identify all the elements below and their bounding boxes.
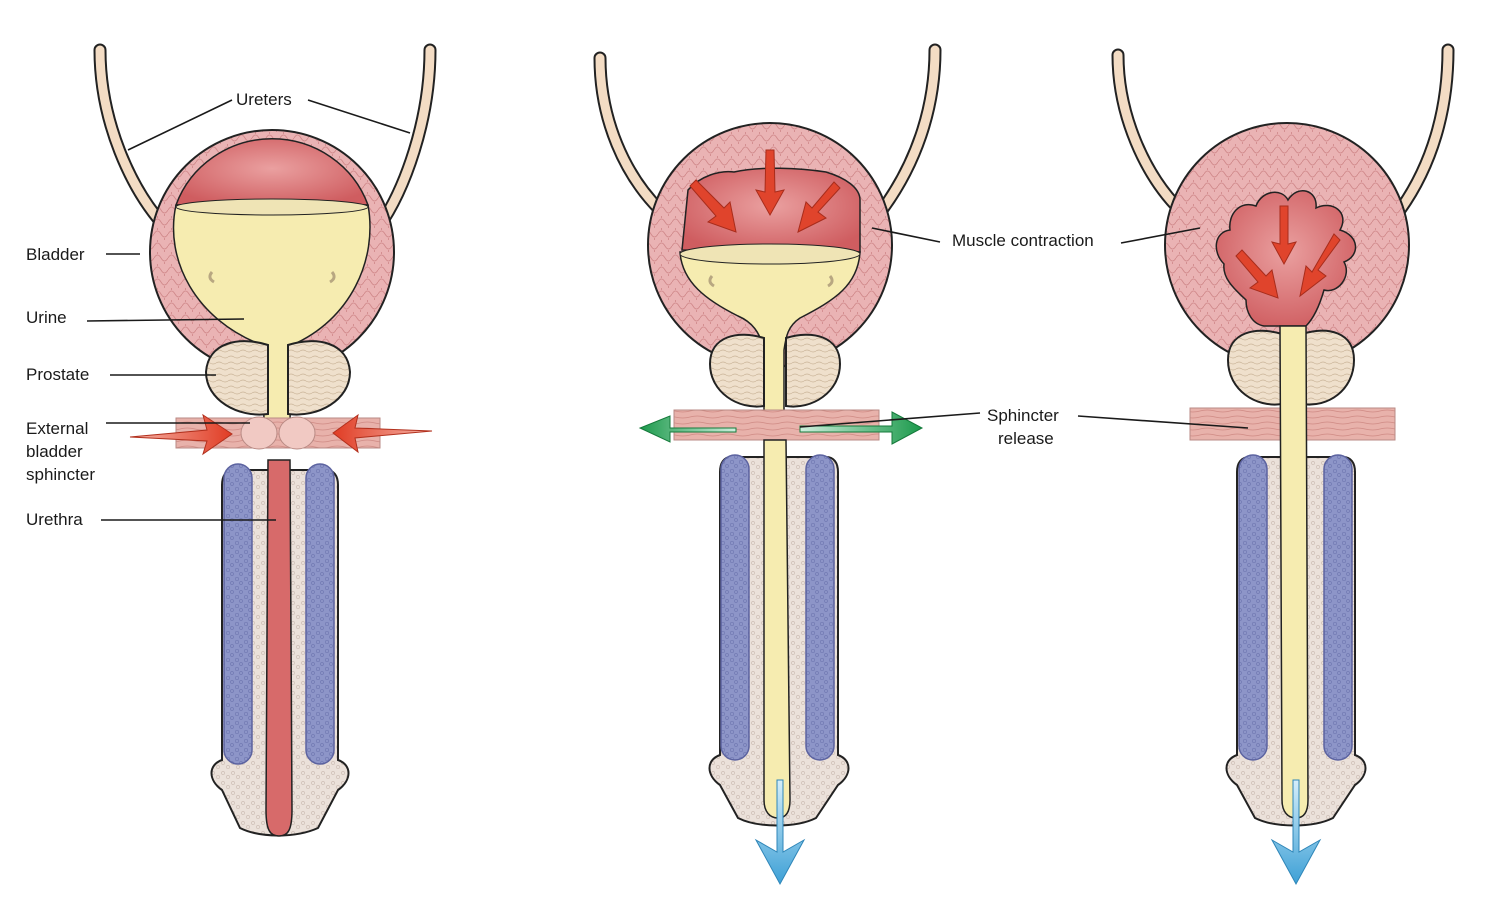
- contraction-arrow-3c: [1299, 233, 1341, 298]
- contraction-arrow-2c: [797, 181, 841, 233]
- label-sphincter-line3: sphincter: [26, 465, 95, 484]
- prostate-left-2: [708, 333, 765, 408]
- label-sphincter-line2: bladder: [26, 442, 83, 461]
- panel-filling: [93, 43, 437, 837]
- contraction-arrow-3b: [1235, 249, 1279, 299]
- corpus-cavernosum-left: [223, 463, 253, 765]
- labels: Ureters Bladder Urine Prostate External …: [26, 90, 1249, 529]
- release-arrow-left: [638, 415, 737, 443]
- ureters-leader-left: [127, 99, 233, 151]
- external-sphincter-2: [673, 409, 880, 441]
- flow-arrow-3: [1270, 779, 1322, 886]
- label-bladder: Bladder: [26, 245, 85, 264]
- release-leader-left: [799, 412, 981, 428]
- label-sphincter-release-line1: Sphincter: [987, 406, 1059, 425]
- urethra-open-3: [1279, 325, 1309, 819]
- label-urine: Urine: [26, 308, 67, 327]
- prostate-right-2: [785, 333, 842, 408]
- release-arrow-right: [799, 411, 924, 445]
- prostate-left-3: [1226, 329, 1283, 406]
- corpus-cavernosum-right-2: [805, 454, 835, 761]
- label-sphincter-release-line2: release: [998, 429, 1054, 448]
- label-ureters: Ureters: [236, 90, 292, 109]
- ureters-leader-right: [307, 99, 411, 134]
- ureter-left-3: [1111, 48, 1187, 217]
- muscle-leader-left: [871, 227, 941, 243]
- panel-contraction: [593, 43, 942, 886]
- flow-arrow-2: [754, 779, 806, 886]
- corpus-cavernosum-left-3: [1238, 454, 1268, 761]
- bladder-lumen-top: [174, 138, 370, 206]
- muscle-leader-right: [1120, 227, 1201, 244]
- prostate-right-3: [1301, 329, 1356, 406]
- contraction-arrow-2a: [755, 149, 785, 217]
- label-urethra: Urethra: [26, 510, 83, 529]
- corpus-cavernosum-right-3: [1323, 454, 1353, 761]
- contraction-arrow-left: [129, 413, 233, 456]
- contraction-arrow-right: [332, 413, 433, 454]
- panel-voiding: [1111, 43, 1455, 886]
- urethra-open-2: [763, 439, 791, 819]
- release-leader-right: [1077, 415, 1249, 429]
- prostate-left: [204, 340, 269, 416]
- label-muscle-contraction: Muscle contraction: [952, 231, 1094, 250]
- corpus-cavernosum-left-2: [720, 454, 750, 761]
- urine-leader: [86, 318, 245, 322]
- contraction-arrow-2b: [689, 179, 737, 233]
- ureter-left: [93, 43, 175, 237]
- contraction-arrow-3a: [1271, 205, 1297, 266]
- corpus-cavernosum-right: [305, 463, 335, 765]
- label-sphincter-line1: External: [26, 419, 88, 438]
- urethra-closed: [265, 459, 293, 837]
- label-prostate: Prostate: [26, 365, 89, 384]
- prostate-right: [287, 340, 352, 416]
